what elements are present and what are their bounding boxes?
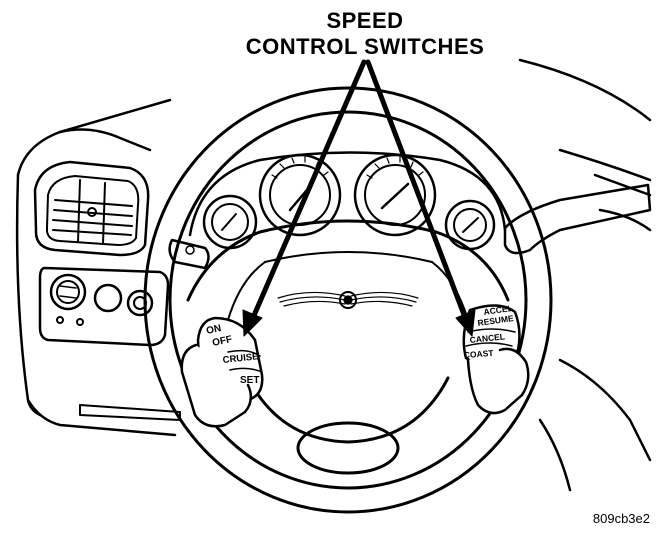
steering-wheel-hub [186,219,510,475]
instrument-cluster [168,151,652,270]
right-switch-label-coast: COAST [463,348,494,360]
title-line-2: CONTROL SWITCHES [245,34,485,59]
left-speed-control-switch: ON OFF CRUISE SET [180,316,264,428]
steering-wheel-rim [143,86,553,514]
title-line-1: SPEED [326,8,404,33]
dashboard-outline [15,58,652,492]
right-switch-label-cancel: CANCEL [469,331,505,345]
right-switch-label-accel: ACCEL [483,303,513,317]
arrow-left-head [242,309,263,337]
arrow-right-line [365,59,469,323]
air-vent [33,160,150,257]
right-speed-control-switch: ACCEL RESUME CANCEL COAST [462,303,530,415]
callout-arrows [242,59,476,337]
chrysler-logo [277,291,419,309]
left-switch-label-on: ON [205,323,222,337]
left-switch-label-set: SET [240,375,259,386]
left-switch-label-off: OFF [211,334,233,349]
figure-id: 809cb3e2 [592,511,650,526]
arrow-left-line [249,59,367,323]
left-switch-label-cruise: CRUISE [222,351,259,366]
arrow-right-head [455,309,476,337]
